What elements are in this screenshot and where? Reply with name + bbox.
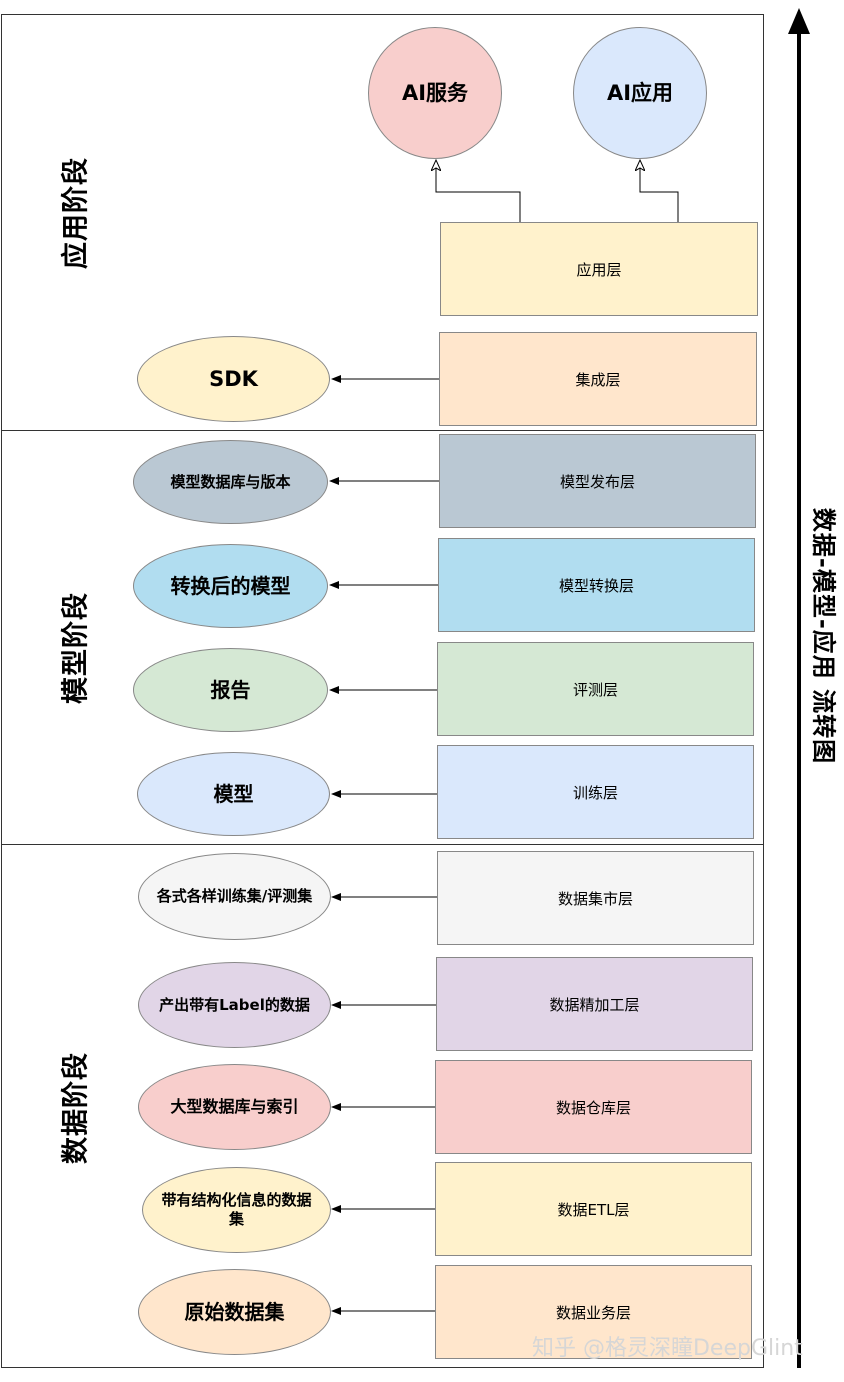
output-structured-data: 带有结构化信息的数据集 (142, 1167, 331, 1253)
ai-app-label: AI应用 (606, 80, 674, 105)
flow-label: 数据-模型-应用 流转图 (809, 507, 838, 765)
watermark: 知乎 @格灵深瞳DeepGlint (532, 1336, 803, 1361)
ai-service-label: AI服务 (401, 80, 469, 105)
layer-data-refinement-label: 数据精加工层 (549, 995, 640, 1014)
output-raw-data: 原始数据集 (138, 1269, 331, 1355)
layer-integration: 集成层 (439, 332, 757, 426)
output-datasets-label: 各式各样训练集/评测集 (156, 887, 313, 906)
layer-application-label: 应用层 (576, 260, 622, 279)
output-datasets: 各式各样训练集/评测集 (138, 853, 331, 940)
layer-data-etl: 数据ETL层 (435, 1162, 752, 1256)
layer-data-business-label: 数据业务层 (555, 1303, 631, 1322)
output-raw-data-label: 原始数据集 (184, 1299, 285, 1324)
arrow-to-ai-service (436, 160, 521, 222)
flow-arrow-head (788, 8, 810, 34)
layer-data-refinement: 数据精加工层 (436, 957, 753, 1051)
layer-data-etl-label: 数据ETL层 (557, 1200, 630, 1219)
layer-integration-label: 集成层 (575, 370, 621, 389)
output-report-label: 报告 (210, 677, 251, 702)
output-labeled-data-label: 产出带有Label的数据 (159, 995, 310, 1014)
layer-training-label: 训练层 (572, 783, 618, 802)
layer-evaluation: 评测层 (437, 642, 754, 736)
layer-data-warehouse: 数据仓库层 (435, 1060, 752, 1154)
output-sdk: SDK (137, 336, 330, 422)
layer-data-mart: 数据集市层 (437, 851, 754, 945)
arrow-to-ai-app (640, 160, 679, 222)
output-report: 报告 (133, 648, 328, 732)
layer-data-mart-label: 数据集市层 (557, 889, 633, 908)
output-labeled-data: 产出带有Label的数据 (138, 962, 331, 1048)
layer-model-conversion-label: 模型转换层 (558, 576, 634, 595)
output-converted-model: 转换后的模型 (133, 544, 328, 628)
layer-training: 训练层 (437, 745, 754, 839)
layer-data-business: 数据业务层 (435, 1265, 752, 1359)
layer-application: 应用层 (440, 222, 758, 316)
output-model-label: 模型 (213, 781, 254, 806)
layer-model-release-label: 模型发布层 (559, 472, 635, 491)
output-large-db-label: 大型数据库与索引 (170, 1097, 299, 1116)
output-structured-data-label: 带有结构化信息的数据集 (161, 1191, 312, 1228)
output-model: 模型 (137, 752, 330, 836)
output-model-db: 模型数据库与版本 (133, 440, 328, 524)
ai-service-circle: AI服务 (368, 27, 502, 159)
ai-app-circle: AI应用 (573, 27, 707, 159)
layer-model-release: 模型发布层 (439, 434, 756, 528)
output-large-db: 大型数据库与索引 (138, 1064, 331, 1150)
output-model-db-label: 模型数据库与版本 (170, 472, 291, 491)
layer-evaluation-label: 评测层 (572, 680, 618, 699)
layer-model-conversion: 模型转换层 (438, 538, 755, 632)
layer-data-warehouse-label: 数据仓库层 (555, 1098, 631, 1117)
output-sdk-label: SDK (209, 366, 258, 391)
output-converted-model-label: 转换后的模型 (170, 573, 291, 598)
